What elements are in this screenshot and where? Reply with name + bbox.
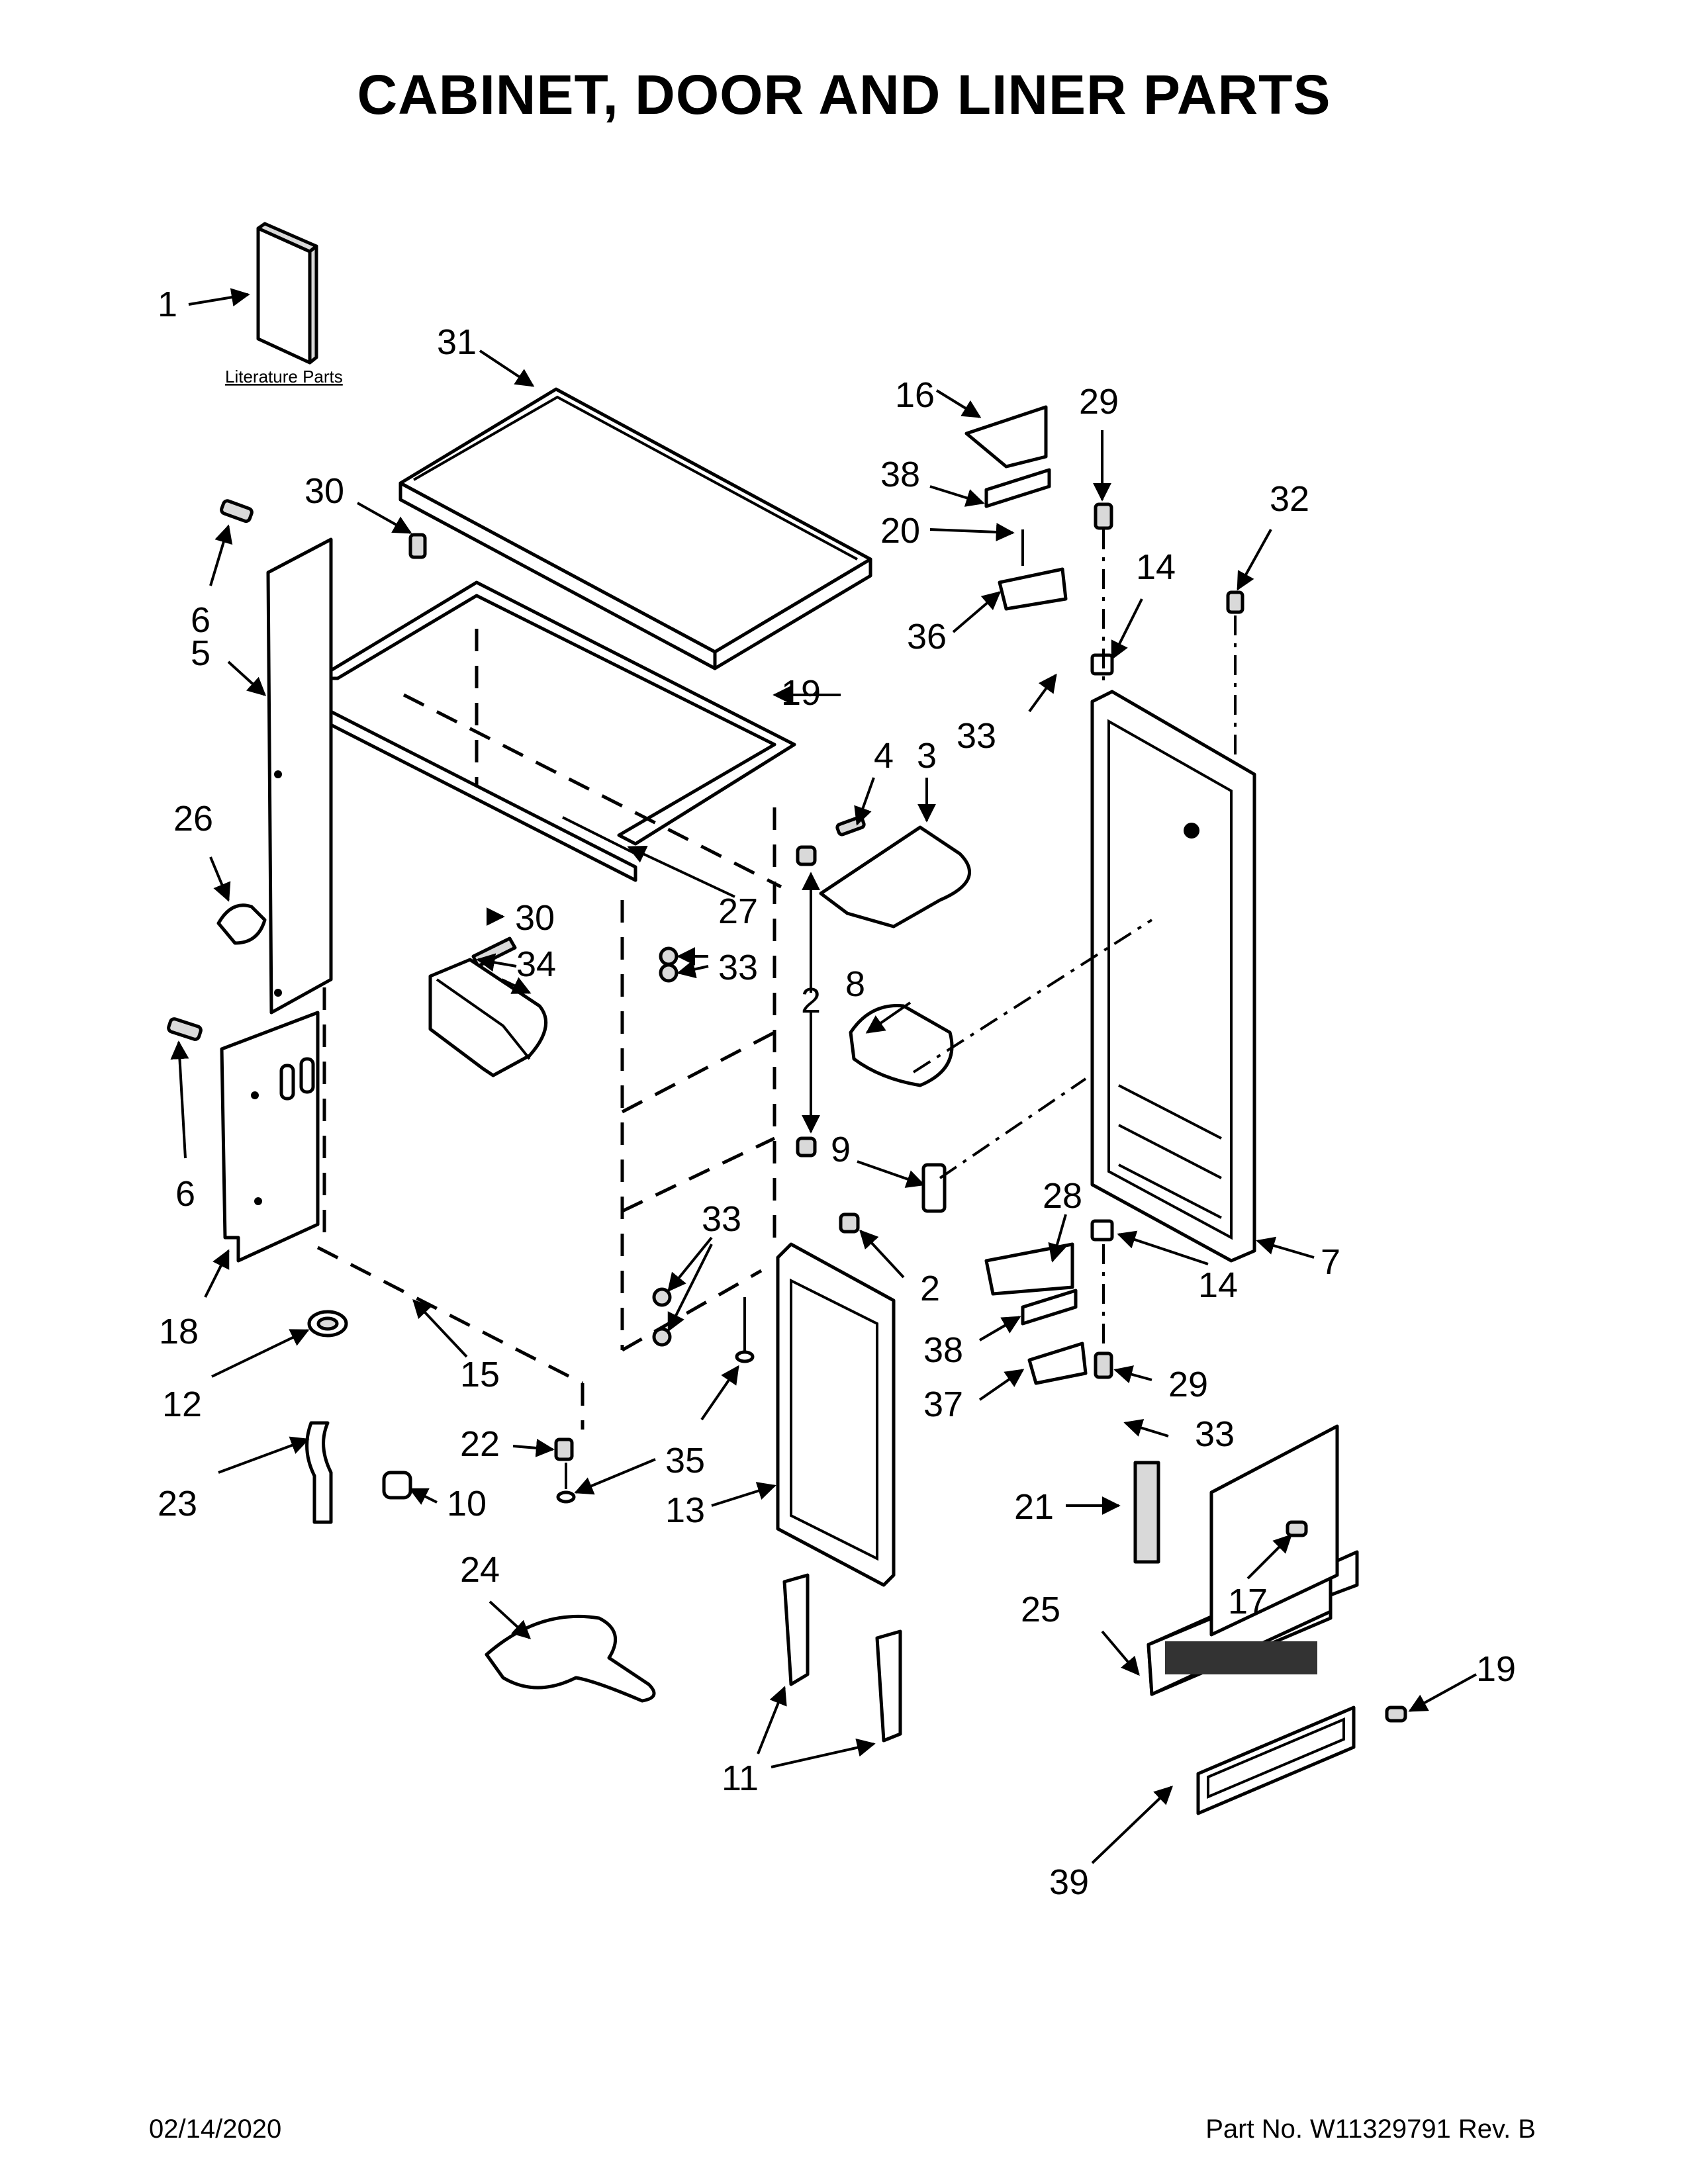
callout-32: 32 xyxy=(1270,479,1309,519)
screw-lower-left xyxy=(167,1017,203,1041)
callout-25: 25 xyxy=(1021,1590,1060,1629)
callout-37: 37 xyxy=(923,1385,963,1424)
callout-5: 5 xyxy=(191,633,211,673)
upper-hinge-shim xyxy=(984,468,1051,508)
callout-22: 22 xyxy=(460,1424,500,1464)
hinge-bolts xyxy=(1094,502,1244,1379)
callout-numbers: 1 31 30 6 5 26 30 34 33 27 6 18 12 15 33… xyxy=(158,285,1516,1902)
footer-date: 02/14/2020 xyxy=(149,2115,282,2144)
bottom-screw xyxy=(554,1437,574,1461)
callout-33-mid: 33 xyxy=(718,948,758,987)
door-gasket xyxy=(776,1242,896,1587)
callout-14-upper: 14 xyxy=(1136,547,1176,587)
upper-hinge-cover xyxy=(964,405,1048,469)
callout-2-upper: 2 xyxy=(801,981,821,1021)
screw-upper-left xyxy=(220,499,254,523)
callout-39: 39 xyxy=(1049,1862,1089,1902)
callout-4: 4 xyxy=(874,736,894,776)
grille-bracket xyxy=(1133,1461,1160,1564)
door-stop xyxy=(921,1163,947,1213)
callout-38-upper: 38 xyxy=(880,455,920,494)
lower-side-panel xyxy=(220,1011,320,1263)
callout-9: 9 xyxy=(831,1130,851,1169)
callout-33-lower: 33 xyxy=(702,1199,741,1239)
hose-clip xyxy=(216,903,267,945)
callout-12: 12 xyxy=(162,1385,202,1424)
callout-26: 26 xyxy=(173,799,213,839)
screw-set-middle xyxy=(659,946,679,983)
callout-29-lower: 29 xyxy=(1168,1365,1208,1404)
callout-29-upper: 29 xyxy=(1079,382,1119,422)
literature-parts-label: Literature Parts xyxy=(225,367,343,387)
callout-11: 11 xyxy=(722,1758,759,1798)
shelf-pin xyxy=(835,815,866,837)
callout-30-top: 30 xyxy=(305,471,344,511)
lower-hinge-cover xyxy=(984,1242,1074,1296)
drain-tube xyxy=(305,1421,333,1524)
literature-parts-booklet xyxy=(256,222,318,365)
callout-8: 8 xyxy=(845,964,865,1004)
grille-louvers xyxy=(1165,1641,1317,1674)
door-assembly xyxy=(1090,690,1256,1263)
lower-hinge-shim xyxy=(1021,1289,1078,1326)
footer-part-number: Part No. W11329791 Rev. B xyxy=(1205,2115,1536,2144)
lower-hinge xyxy=(1027,1342,1088,1385)
screw-top xyxy=(408,533,427,559)
callout-33-upper: 33 xyxy=(957,716,996,756)
callout-35: 35 xyxy=(665,1441,705,1480)
door-trim-left xyxy=(782,1573,810,1686)
callout-18: 18 xyxy=(159,1312,199,1351)
callout-19-lower: 19 xyxy=(1476,1649,1516,1689)
grille-screws xyxy=(1286,1520,1407,1723)
callout-20: 20 xyxy=(880,511,920,551)
shelf-screws xyxy=(796,845,860,1234)
hinge-pin xyxy=(556,1297,755,1504)
callout-10: 10 xyxy=(447,1484,487,1524)
toe-grille xyxy=(1196,1706,1356,1815)
callout-6-upper: 6 xyxy=(191,600,211,640)
tube-clip xyxy=(382,1471,412,1500)
door-bracket xyxy=(849,1004,954,1087)
callout-19-upper: 19 xyxy=(781,673,821,713)
callout-17: 17 xyxy=(1228,1582,1268,1621)
door-shelf xyxy=(819,825,972,929)
callout-38-lower: 38 xyxy=(923,1330,963,1370)
callout-27: 27 xyxy=(718,891,758,931)
callout-23: 23 xyxy=(158,1484,197,1524)
callout-24: 24 xyxy=(460,1550,500,1590)
callout-30-mid: 30 xyxy=(515,898,555,938)
callout-16: 16 xyxy=(895,375,935,415)
callout-6-lower: 6 xyxy=(175,1174,195,1214)
callout-14-lower: 14 xyxy=(1198,1265,1238,1305)
callout-leaders xyxy=(170,288,1477,1864)
liner-strip xyxy=(562,816,636,855)
callout-15: 15 xyxy=(460,1355,500,1394)
top-panel xyxy=(399,387,872,670)
evaporator-bracket xyxy=(428,958,548,1077)
cabinet-frame xyxy=(316,580,796,1430)
callout-1: 1 xyxy=(158,285,177,324)
screw-set-lower xyxy=(652,1287,672,1347)
side-panel xyxy=(266,537,333,1015)
callout-36: 36 xyxy=(907,617,947,657)
drip-tray xyxy=(485,1614,656,1703)
callout-34: 34 xyxy=(516,944,556,984)
callout-21: 21 xyxy=(1014,1487,1054,1527)
callout-31: 31 xyxy=(437,322,477,362)
callout-28: 28 xyxy=(1043,1176,1082,1216)
callout-7: 7 xyxy=(1321,1242,1340,1282)
callout-13: 13 xyxy=(665,1490,705,1530)
drain-fitting xyxy=(307,1310,348,1338)
callout-2-lower: 2 xyxy=(920,1269,940,1308)
upper-hinge xyxy=(998,529,1068,611)
page-title: CABINET, DOOR AND LINER PARTS xyxy=(357,64,1331,126)
door-trim-right xyxy=(875,1629,902,1743)
callout-33-bottom: 33 xyxy=(1195,1414,1235,1454)
callout-3: 3 xyxy=(917,736,937,776)
